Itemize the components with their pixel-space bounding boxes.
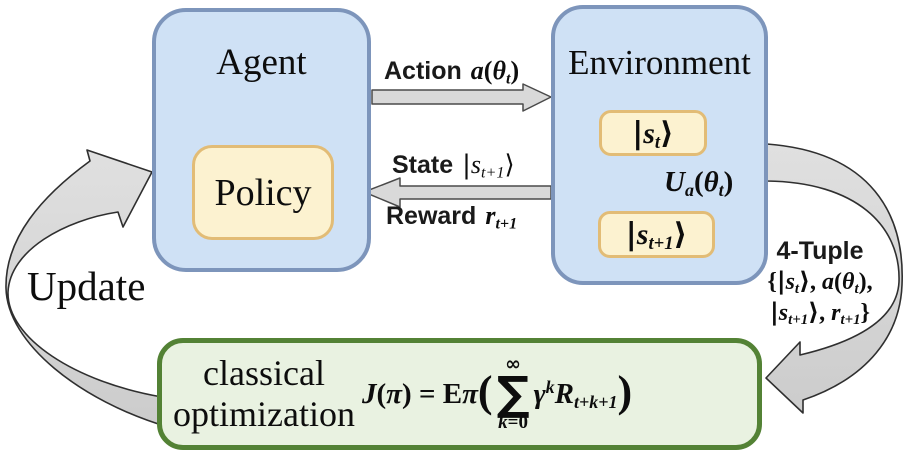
state-t-ket: |st⟩	[632, 115, 674, 153]
tuple-label: 4-Tuple {|st⟩, a(θt), |st+1⟩, rt+1}	[720, 236, 920, 328]
formula-rhs: γkRt+k+1	[533, 376, 618, 412]
reward-math: rt+1	[485, 201, 518, 233]
reward-word: Reward	[386, 202, 477, 230]
agent-box: Agent	[152, 8, 371, 272]
state-math: |st+1⟩	[462, 150, 515, 182]
action-word: Action	[384, 57, 462, 85]
tuple-line2: {|st⟩, a(θt),	[767, 267, 873, 298]
environment-title: Environment	[568, 43, 751, 82]
state-t-box: |st⟩	[599, 110, 707, 156]
optimizer-line1: classical	[203, 352, 325, 393]
unitary-label: Ua(θt)	[664, 166, 734, 201]
tuple-title: 4-Tuple	[776, 237, 864, 265]
action-math: a(θt)	[470, 56, 520, 88]
formula-lhs: J(π) = Eπ	[362, 377, 478, 410]
policy-label: Policy	[214, 171, 312, 214]
summation: ∞ ∑ k=0	[496, 352, 530, 434]
objective-formula: J(π) = Eπ ( ∞ ∑ k=0 γkRt+k+1 )	[362, 352, 633, 434]
policy-box: Policy	[192, 145, 334, 240]
reward-label: Reward rt+1	[386, 201, 518, 233]
sum-lower-limit: k=0	[498, 412, 528, 434]
state-reward-arrow	[363, 177, 552, 208]
state-label: State |st+1⟩	[392, 150, 515, 182]
agent-title: Agent	[216, 42, 307, 83]
tuple-line3: |st+1⟩, rt+1}	[770, 298, 870, 329]
update-label: Update	[27, 263, 146, 309]
optimizer-box: classical optimization J(π) = Eπ ( ∞ ∑ k…	[157, 338, 762, 450]
action-arrow	[371, 83, 552, 112]
sigma-symbol: ∑	[496, 365, 530, 420]
tuple-arrow	[765, 143, 903, 414]
state-t1-ket: |st+1⟩	[625, 217, 688, 255]
state-word: State	[392, 151, 454, 179]
action-label: Action a(θt)	[384, 56, 520, 88]
sum-upper-limit: ∞	[505, 352, 521, 375]
optimizer-title: classical optimization	[168, 353, 360, 435]
optimizer-line2: optimization	[173, 394, 355, 434]
state-t1-box: |st+1⟩	[598, 211, 715, 258]
